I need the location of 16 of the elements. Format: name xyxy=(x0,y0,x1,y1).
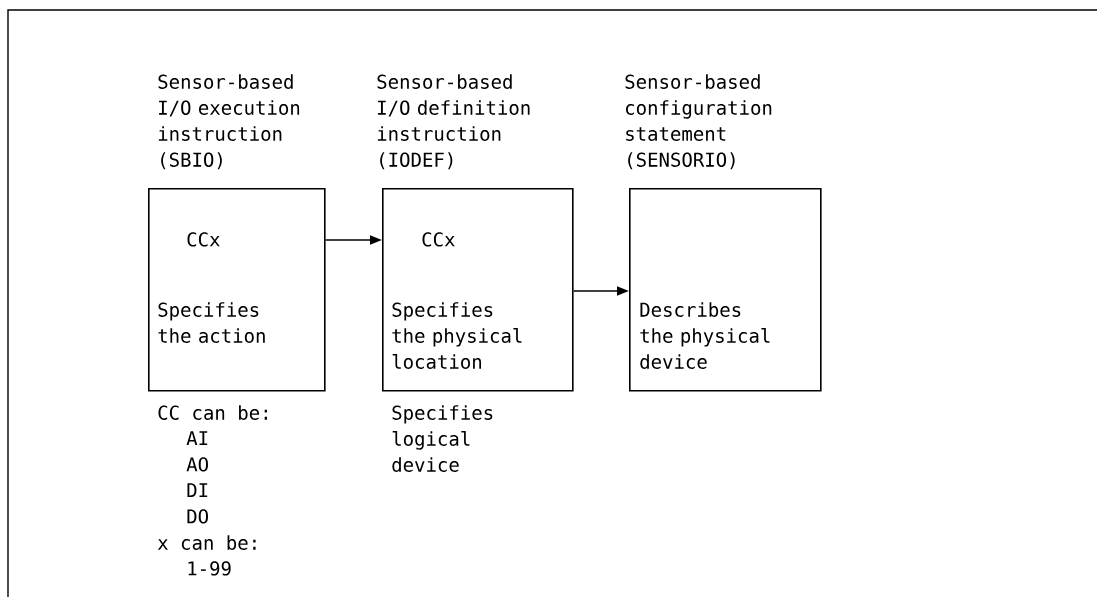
note-text: DO xyxy=(187,509,208,524)
box-text: Specifies the action xyxy=(158,302,265,343)
note-text: AI xyxy=(186,431,208,446)
box-text: Describes the physical device xyxy=(640,302,770,369)
note-text: 1-99 xyxy=(188,561,231,576)
note-text: CC can be: xyxy=(158,405,267,420)
box-text: Specifies the physical location xyxy=(392,302,522,369)
note-text: DI xyxy=(187,483,208,498)
box-heading: Sensor-based configuration statement (SENSORIO) xyxy=(625,74,772,170)
box-heading: Sensor-based I/O definition instruction (IODEF) xyxy=(377,74,530,170)
note-text: x can be: xyxy=(157,535,256,550)
note-text: AO xyxy=(186,457,208,472)
note-text: Specifies logical device xyxy=(392,405,493,472)
code-label: CCx xyxy=(187,232,220,247)
box-heading: Sensor-based I/O execution instruction (SBIO) xyxy=(158,74,300,170)
code-label: CCx xyxy=(422,232,455,247)
